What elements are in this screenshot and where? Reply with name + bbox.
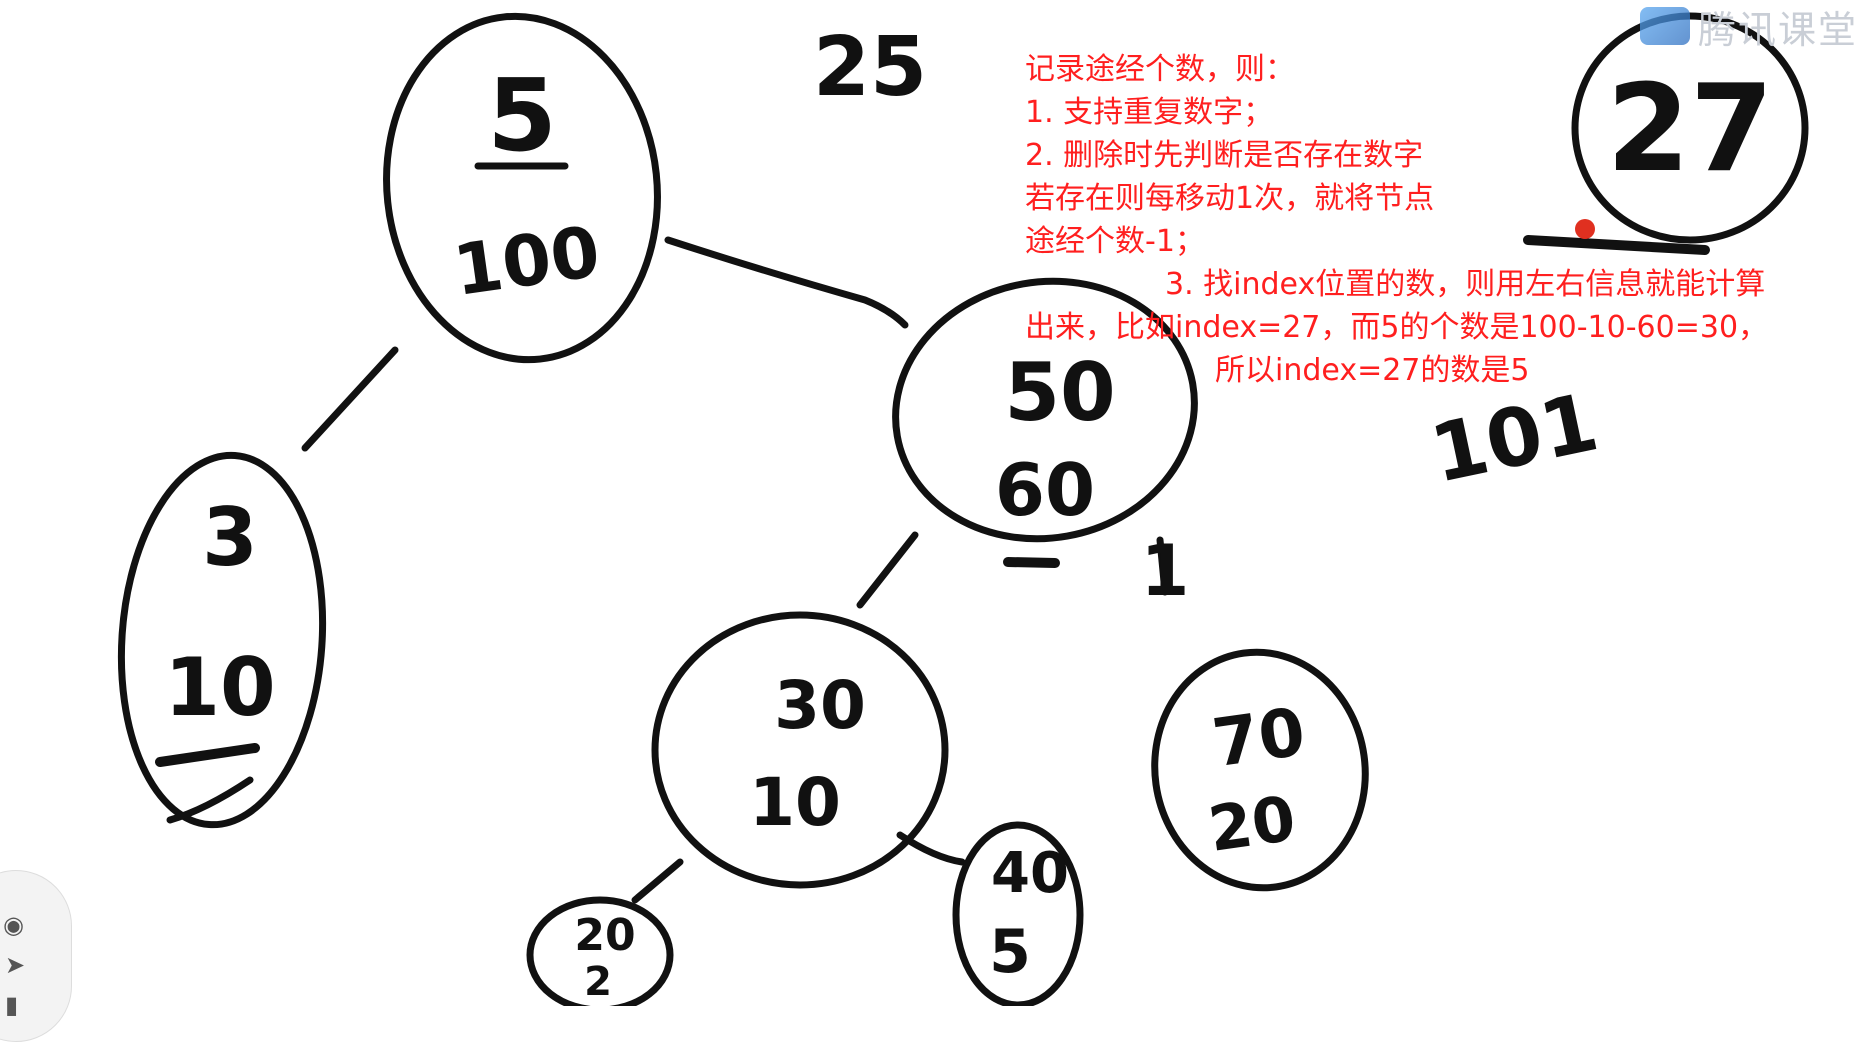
red-note: 记录途经个数，则： 1. 支持重复数字； 2. 删除时先判断是否存在数字 若存在… bbox=[1025, 48, 1768, 392]
edge-right-rl bbox=[856, 531, 919, 609]
note-line: 所以index=27的数是5 bbox=[1215, 353, 1530, 388]
annotation-27: 27 bbox=[1607, 60, 1774, 199]
annotation-101: 101 bbox=[1423, 375, 1606, 501]
node-rl-count: 10 bbox=[749, 764, 841, 841]
note-line: 若存在则每移动1次，就将节点 bbox=[1025, 181, 1435, 216]
eraser-icon[interactable]: ▮ bbox=[5, 991, 19, 1019]
node-rr: 70 20 bbox=[1151, 648, 1369, 892]
pointer-icon[interactable]: ➤ bbox=[5, 951, 26, 979]
color-palette-icon[interactable]: ◉ bbox=[3, 911, 24, 939]
note-line: 途经个数-1； bbox=[1025, 224, 1205, 259]
tree-diagram: 5 100 3 10 50 60 30 10 70 20 20 2 40 5 bbox=[117, 12, 1809, 1006]
note-line: 1. 支持重复数字； bbox=[1025, 95, 1274, 130]
annotation-minus-one: 1 bbox=[1141, 530, 1190, 612]
node-rl-key: 30 bbox=[774, 667, 866, 744]
watermark: 腾讯课堂 bbox=[1639, 4, 1858, 52]
node-rlr-count: 5 bbox=[989, 917, 1031, 987]
node-right-key: 50 bbox=[1004, 346, 1115, 439]
node-rl: 30 10 bbox=[651, 611, 949, 889]
node-rll: 20 2 bbox=[526, 896, 674, 1006]
edge-root-right bbox=[664, 236, 909, 329]
node-rr-count: 20 bbox=[1204, 782, 1300, 866]
watermark-logo-icon bbox=[1639, 7, 1690, 45]
annotation-27-circle: 27 bbox=[1523, 12, 1809, 255]
edge-right-rr bbox=[1156, 536, 1169, 596]
node-right-count: 60 bbox=[995, 448, 1095, 532]
node-rlr: 40 5 bbox=[952, 821, 1084, 1006]
note-line: 3. 找index位置的数，则用左右信息就能计算 bbox=[1165, 267, 1766, 302]
node-rll-key: 20 bbox=[574, 910, 635, 961]
note-line: 记录途经个数，则： bbox=[1025, 52, 1295, 87]
cursor-dot bbox=[1575, 219, 1595, 239]
node-rr-key: 70 bbox=[1208, 693, 1310, 782]
node-rlr-key: 40 bbox=[991, 841, 1069, 906]
drawing-toolbar[interactable]: ◉ ➤ ▮ bbox=[0, 870, 72, 1042]
node-left-count: 10 bbox=[164, 641, 275, 734]
edge-rl-rll bbox=[631, 858, 684, 904]
node-root: 5 100 bbox=[383, 12, 661, 364]
note-line: 出来，比如index=27，而5的个数是100-10-60=30， bbox=[1025, 310, 1769, 345]
node-root-count: 100 bbox=[449, 210, 605, 312]
annotation-25: 25 bbox=[813, 20, 927, 115]
node-left: 3 10 bbox=[117, 451, 327, 829]
watermark-text: 腾讯课堂 bbox=[1697, 7, 1858, 52]
node-left-key: 3 bbox=[202, 491, 258, 584]
edge-root-left bbox=[301, 346, 399, 452]
note-line: 2. 删除时先判断是否存在数字 bbox=[1025, 138, 1424, 173]
node-root-key: 5 bbox=[487, 57, 557, 174]
node-rll-count: 2 bbox=[584, 959, 612, 1005]
node-right: 50 60 bbox=[892, 277, 1198, 568]
